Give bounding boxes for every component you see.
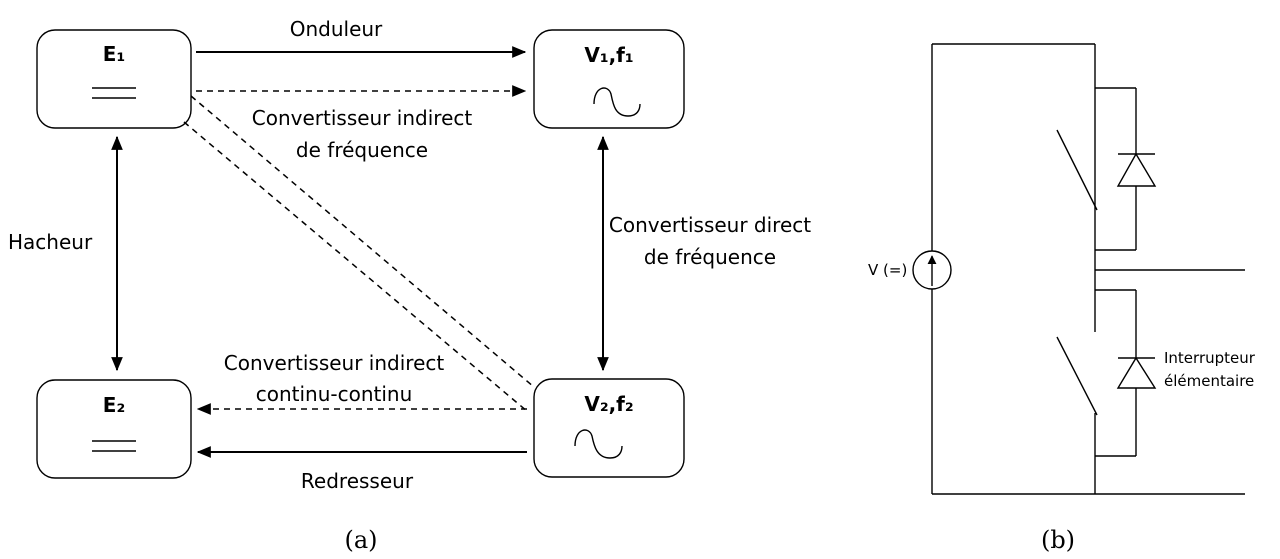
conv-indirect-freq-label-line1: Convertisseur indirect — [252, 106, 473, 130]
conv-direct-freq-label-line2: de fréquence — [644, 245, 776, 269]
diagonal-dashed-line-2 — [183, 121, 529, 413]
conv-direct-freq-label-line1: Convertisseur direct — [609, 213, 811, 237]
conv-indirect-cc-label-line2: continu-continu — [256, 382, 413, 406]
switch-icon — [1056, 129, 1098, 211]
box-e1: E₁ — [36, 29, 192, 129]
diagonal-dashed-line-1 — [190, 95, 535, 388]
diagram-b: V (=) — [868, 43, 1256, 554]
box-v1: V₁,f₁ — [533, 29, 685, 129]
diagram-a: E₁ E₂ V₁,f₁ V₂,f₂ — [8, 17, 811, 554]
switch-label-line2: élémentaire — [1164, 372, 1254, 390]
switch-label-line1: Interrupteur — [1164, 349, 1256, 367]
caption-a: (a) — [344, 526, 377, 554]
redresseur-label: Redresseur — [301, 469, 414, 493]
dc-symbol-icon — [92, 440, 136, 452]
ac-sine-icon — [593, 87, 641, 117]
switch-icon — [1056, 336, 1098, 416]
box-e2-title: E₂ — [103, 393, 125, 417]
conv-indirect-cc-label-line1: Convertisseur indirect — [224, 351, 445, 375]
diode-icon — [1116, 152, 1157, 187]
dc-voltage-source-icon — [912, 250, 952, 290]
source-label: V (=) — [868, 261, 907, 279]
lower-switch-cell — [1056, 289, 1157, 494]
hacheur-label: Hacheur — [8, 230, 93, 254]
diode-icon — [1116, 356, 1157, 389]
box-v1-title: V₁,f₁ — [584, 43, 633, 67]
box-e2: E₂ — [36, 379, 192, 479]
conv-indirect-freq-label-line2: de fréquence — [296, 138, 428, 162]
caption-b: (b) — [1041, 526, 1075, 554]
upper-switch-cell — [1056, 87, 1157, 290]
box-v2: V₂,f₂ — [533, 378, 685, 478]
box-v2-title: V₂,f₂ — [584, 392, 633, 416]
box-e1-title: E₁ — [103, 42, 125, 66]
onduleur-label: Onduleur — [290, 17, 383, 41]
ac-sine-icon — [574, 429, 623, 459]
dc-symbol-icon — [92, 87, 136, 99]
